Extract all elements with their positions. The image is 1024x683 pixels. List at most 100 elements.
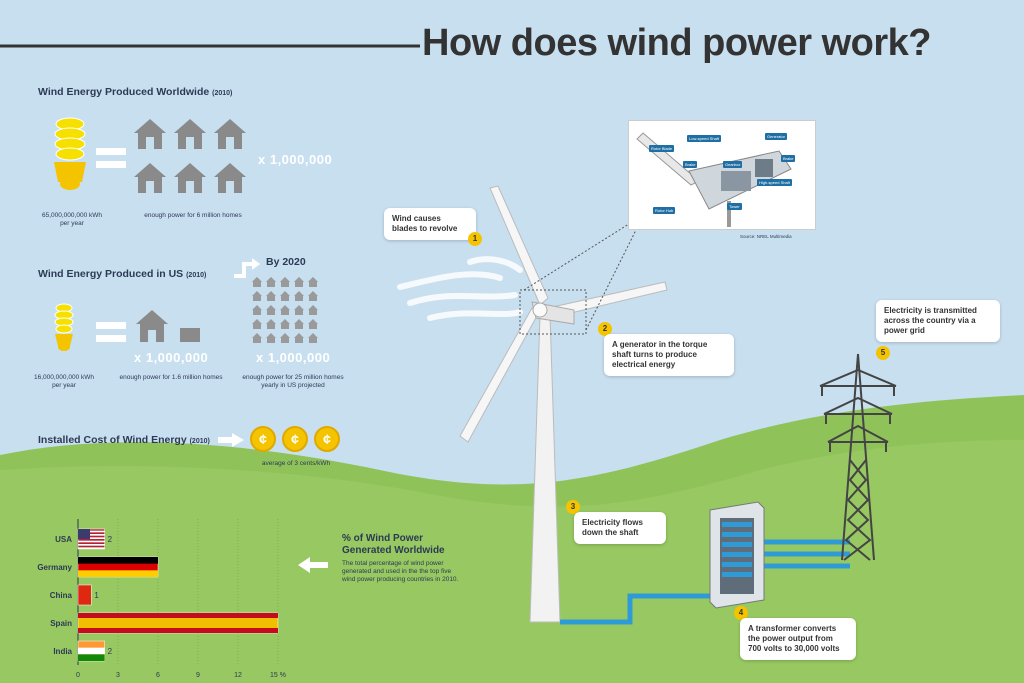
- value-label: 1: [94, 591, 99, 600]
- inset-label: Gearbox: [723, 161, 743, 168]
- coin-icon: ¢: [250, 426, 276, 452]
- value-label: 2: [108, 535, 113, 544]
- coins: ¢ ¢ ¢: [250, 426, 340, 452]
- transformer-icon: [709, 501, 765, 609]
- us-homes-icon: [136, 310, 200, 342]
- wind-swirl: [397, 256, 523, 321]
- inset-label: Low-speed Shaft: [687, 135, 722, 142]
- worldwide-multiplier: x 1,000,000: [258, 152, 333, 167]
- homes-2020-grid-icon: [252, 277, 318, 346]
- turbine-blade-up: [489, 185, 549, 306]
- worldwide-kwh-sub: per year: [60, 220, 84, 227]
- step-1-badge: 1: [468, 232, 482, 246]
- flag-stripe: [78, 534, 105, 536]
- flag-stripe: [78, 547, 105, 549]
- category-label: India: [53, 647, 72, 656]
- x-tick-label: 3: [116, 672, 120, 679]
- flag-stripe: [78, 570, 158, 577]
- inset-source: Source: NREL Multimedia: [740, 234, 792, 239]
- step-1-text: Wind causes blades to revolve: [392, 214, 458, 233]
- category-label: Spain: [50, 619, 72, 628]
- inset-label: Rotor Blade: [649, 145, 675, 152]
- us-heading: Wind Energy Produced in US (2010): [38, 268, 206, 280]
- flag-stripe: [78, 628, 278, 633]
- cost-heading: Installed Cost of Wind Energy (2010): [38, 434, 210, 446]
- x-tick-label: 9: [196, 672, 200, 679]
- step-5-callout: Electricity is transmitted across the co…: [876, 300, 1000, 342]
- percent-title: % of Wind Power Generated Worldwide: [342, 533, 445, 556]
- flag-stripe: [78, 613, 278, 618]
- flag-stripe: [78, 540, 105, 543]
- us-2020-caption: enough power for 25 million homes yearly…: [242, 374, 344, 389]
- step-3-badge: 3: [566, 500, 580, 514]
- arrow-right-icon: [218, 433, 244, 447]
- x-tick-label: 6: [156, 672, 160, 679]
- step-4-badge: 4: [734, 606, 748, 620]
- equals-icon: [96, 148, 126, 168]
- us-year: (2010): [186, 272, 207, 279]
- inset-label: Generator: [765, 133, 788, 140]
- flag-stripe: [78, 530, 105, 533]
- homes-grid-icon: [134, 119, 246, 193]
- us-heading-text: Wind Energy Produced in US: [38, 268, 184, 280]
- step-1-callout: Wind causes blades to revolve: [384, 208, 476, 240]
- flag-canton: [78, 529, 90, 539]
- worldwide-homes-caption: enough power for 6 million homes: [144, 212, 242, 219]
- inset-label: Tower: [727, 203, 742, 210]
- small-lightbulb-icon: [54, 303, 74, 351]
- power-cables: [560, 539, 850, 625]
- flag-stripe: [78, 647, 105, 655]
- step-4-callout: A transformer converts the power output …: [740, 618, 856, 660]
- step-5-badge: 5: [876, 346, 890, 360]
- coin-icon: ¢: [282, 426, 308, 452]
- percent-body: The total percentage of wind power gener…: [342, 560, 459, 583]
- flag-stripe: [78, 537, 105, 539]
- lightbulb-icon: [54, 117, 86, 190]
- coin-icon: ¢: [314, 426, 340, 452]
- us-homes-caption: enough power for 1.6 million homes: [119, 374, 223, 381]
- cost-heading-text: Installed Cost of Wind Energy: [38, 434, 187, 446]
- arrow-left-icon: [298, 557, 328, 573]
- flag-stripe: [78, 654, 105, 661]
- by-2020-label: By 2020: [266, 256, 306, 268]
- us-kwh-value: 16,000,000,000 kWh: [34, 374, 94, 381]
- worldwide-heading: Wind Energy Produced Worldwide (2010): [38, 86, 232, 98]
- cost-caption: average of 3 cents/kWh: [261, 460, 331, 467]
- inset-label: Brake: [683, 161, 698, 168]
- nacelle-inset: Rotor Blade Low-speed Shaft Brake Gearbo…: [628, 120, 816, 230]
- power-pylon-icon: [819, 353, 897, 561]
- us-multiplier: x 1,000,000: [134, 350, 209, 365]
- step-5-text: Electricity is transmitted across the co…: [884, 306, 977, 335]
- wind-turbine: [459, 185, 668, 623]
- flag-stripe: [78, 544, 105, 546]
- us-2020-multiplier: x 1,000,000: [256, 350, 331, 365]
- category-label: Germany: [37, 563, 72, 572]
- inset-leader-lines: [523, 221, 637, 331]
- us-kwh-sub: per year: [52, 382, 76, 389]
- step-4-text: A transformer converts the power output …: [748, 624, 840, 653]
- inset-label: Brake: [781, 155, 796, 162]
- category-label: China: [50, 591, 73, 600]
- cost-year: (2010): [189, 438, 210, 445]
- x-tick-label: 12: [234, 672, 242, 679]
- worldwide-heading-text: Wind Energy Produced Worldwide: [38, 86, 210, 98]
- worldwide-year: (2010): [212, 90, 233, 97]
- step-3-callout: Electricity flows down the shaft: [574, 512, 666, 544]
- category-label: USA: [55, 535, 72, 544]
- step-2-badge: 2: [598, 322, 612, 336]
- worldwide-kwh: 65,000,000,000 kWh per year: [28, 212, 116, 228]
- equals-icon-us: [96, 322, 126, 342]
- inset-label: High-speed Shaft: [757, 179, 792, 186]
- bar-china: [77, 584, 92, 606]
- worldwide-kwh-value: 65,000,000,000 kWh: [42, 212, 102, 219]
- step-2-text: A generator in the torque shaft turns to…: [612, 340, 708, 369]
- step-2-callout: A generator in the torque shaft turns to…: [604, 334, 734, 376]
- flag-stripe: [78, 557, 158, 564]
- x-tick-label: 15 %: [270, 672, 286, 679]
- x-tick-label: 0: [76, 672, 80, 679]
- us-kwh: 16,000,000,000 kWh per year: [24, 374, 104, 390]
- step-3-text: Electricity flows down the shaft: [582, 518, 643, 537]
- arrow-up-right-icon: [234, 258, 260, 278]
